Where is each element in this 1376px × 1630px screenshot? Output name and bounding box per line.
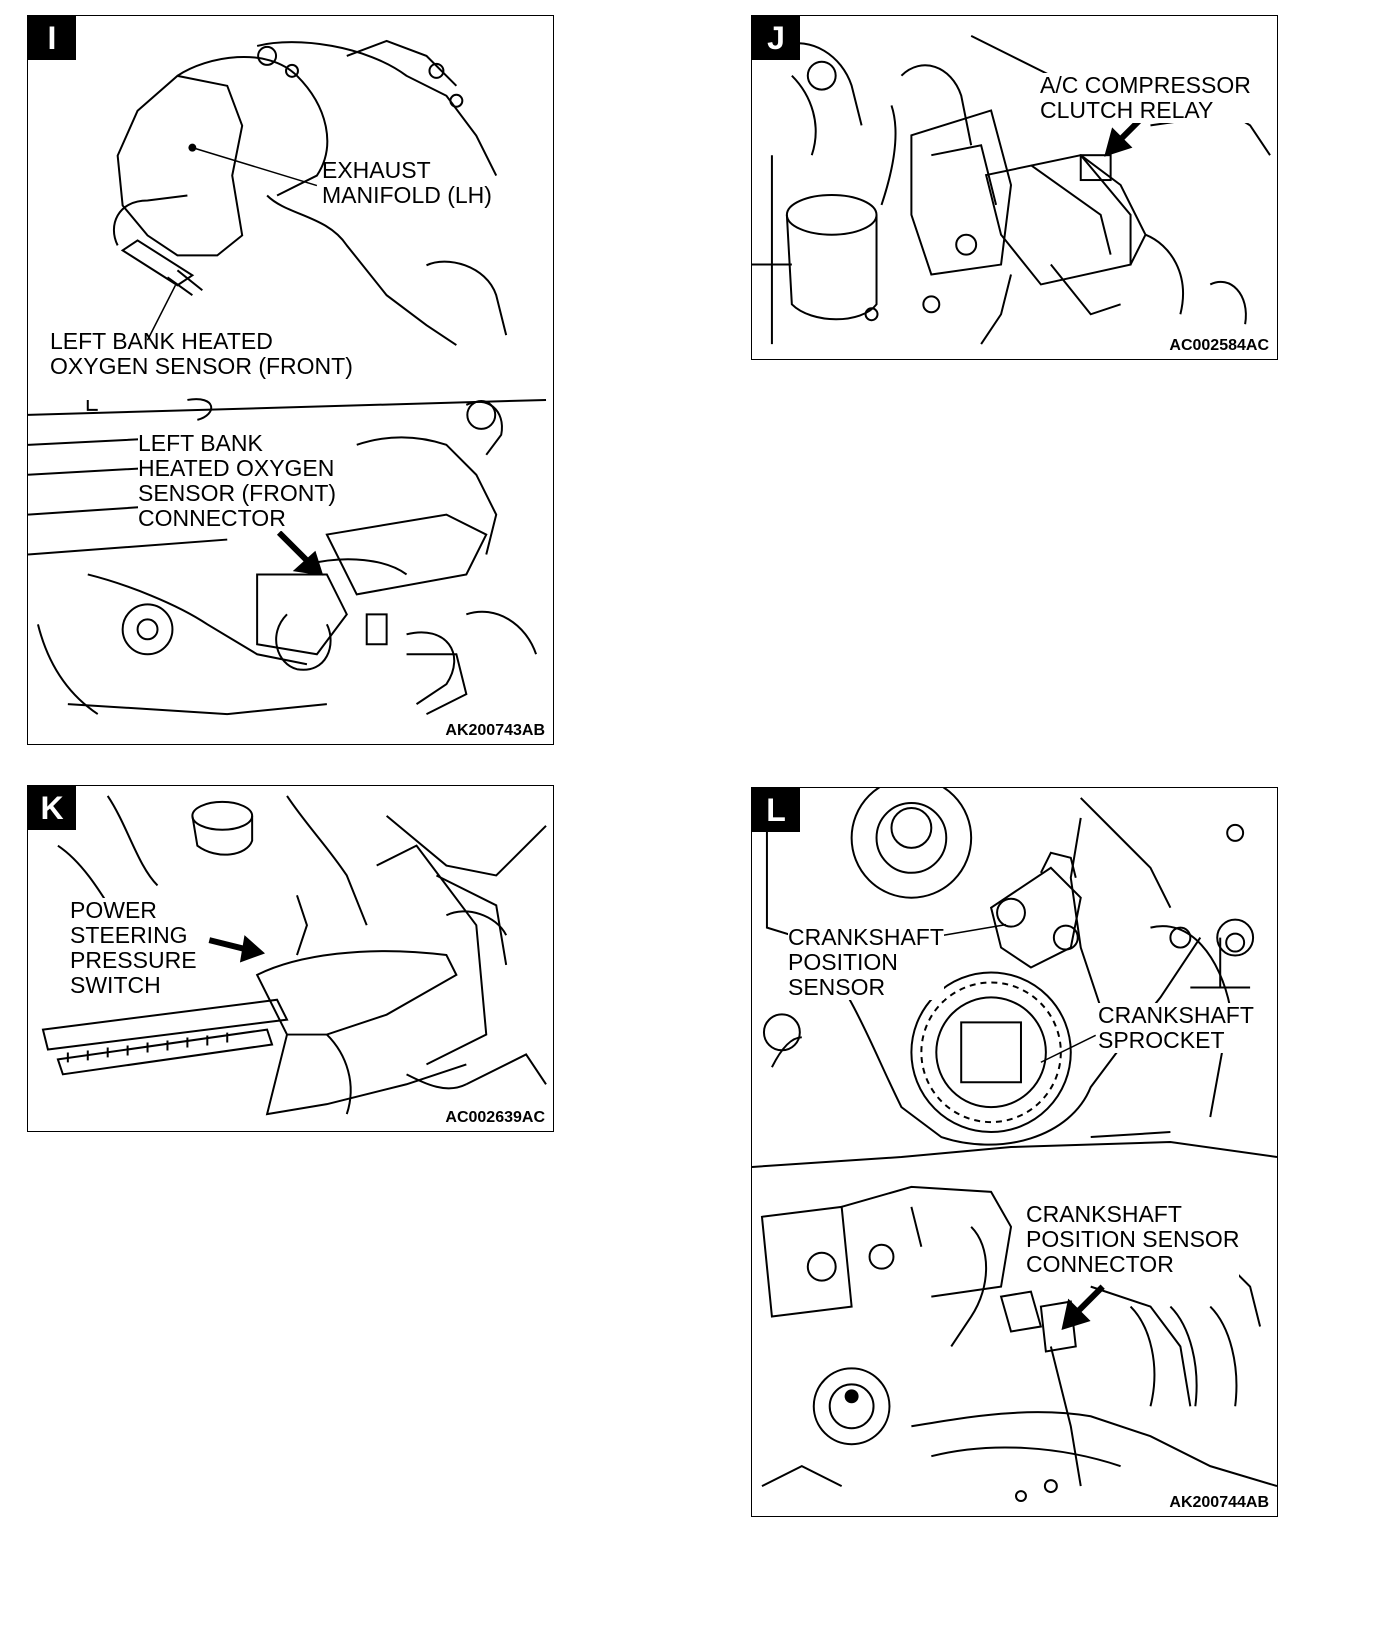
figure-code-i: AK200743AB bbox=[445, 722, 545, 739]
ac-compressor-relay-label: A/C COMPRESSOR CLUTCH RELAY bbox=[1040, 72, 1251, 123]
power-steering-switch-label: POWER STEERING PRESSURE SWITCH bbox=[70, 897, 197, 998]
figure-code-k: AC002639AC bbox=[445, 1109, 545, 1126]
figure-code-j: AC002584AC bbox=[1169, 337, 1269, 354]
crankshaft-sensor-connector-label: CRANKSHAFT POSITION SENSOR CONNECTOR bbox=[1026, 1201, 1240, 1277]
panel-badge-l: L bbox=[752, 788, 800, 832]
engine-illustration-i bbox=[28, 39, 547, 716]
panel-badge-i: I bbox=[28, 16, 76, 60]
figure-code-l: AK200744AB bbox=[1169, 1494, 1269, 1511]
panel-badge-j: J bbox=[752, 16, 800, 60]
o2-sensor-connector-label: LEFT BANK HEATED OXYGEN SENSOR (FRONT) C… bbox=[138, 430, 337, 531]
figure-panel-l: L CRANKSHAFT POSITION SENSOR CRANKSHAFT … bbox=[751, 787, 1278, 1517]
engine-illustration-j bbox=[752, 34, 1271, 345]
figure-panel-i: I EXHAUST MANIFOLD (LH) LEFT BANK HEATED… bbox=[27, 15, 554, 745]
engine-illustration-l bbox=[752, 788, 1277, 1503]
panel-badge-k: K bbox=[28, 786, 76, 830]
figure-panel-j: J A/C COMPRESSOR CLUTCH RELAY AC002584AC bbox=[751, 15, 1278, 360]
crankshaft-position-sensor-label: CRANKSHAFT POSITION SENSOR bbox=[788, 924, 944, 1000]
crankshaft-sprocket-label: CRANKSHAFT SPROCKET bbox=[1098, 1002, 1254, 1053]
o2-sensor-front-label: LEFT BANK HEATED OXYGEN SENSOR (FRONT) bbox=[50, 328, 353, 379]
exhaust-manifold-label: EXHAUST MANIFOLD (LH) bbox=[322, 157, 492, 208]
engine-illustration-k bbox=[41, 795, 547, 1116]
figure-panel-k: K POWER STEERING PRESSURE SWITCH AC00263… bbox=[27, 785, 554, 1132]
